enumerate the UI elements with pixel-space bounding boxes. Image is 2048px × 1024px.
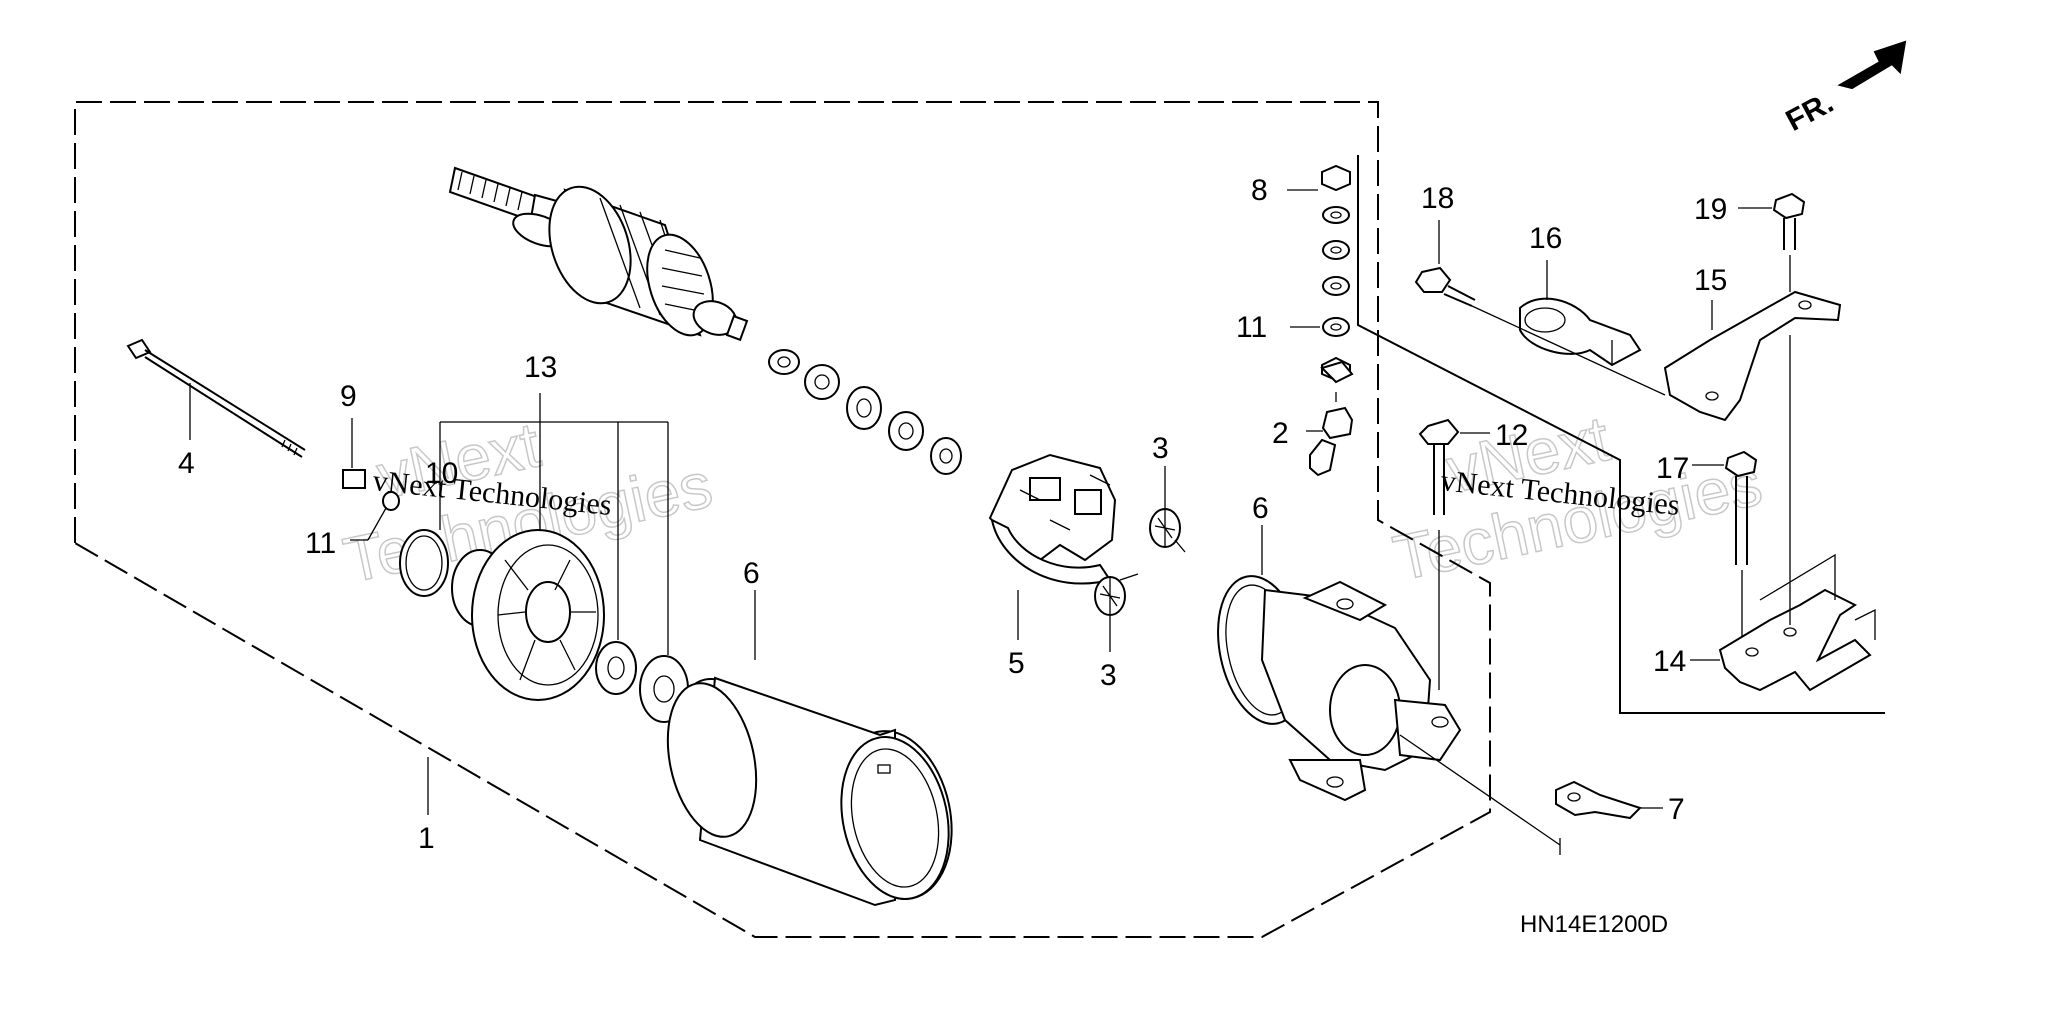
callout-6-left: 6 [743, 557, 760, 590]
bracket-frame [1357, 155, 1885, 714]
assembly-outline [74, 101, 1491, 938]
callout-16: 16 [1529, 222, 1562, 255]
yoke-housing [666, 676, 953, 907]
front-direction-label: FR. [1781, 86, 1839, 138]
callout-18: 18 [1421, 182, 1454, 215]
brush-holder [988, 453, 1117, 585]
rear-housing [1217, 575, 1462, 802]
front-direction-indicator: FR. [1781, 40, 1907, 138]
callout-1: 1 [418, 822, 435, 855]
callout-8: 8 [1251, 174, 1268, 207]
callout-13: 13 [524, 351, 557, 384]
bracket-14 [1718, 335, 1876, 692]
terminal-stack [1309, 164, 1354, 477]
callout-19: 19 [1694, 193, 1727, 226]
callout-3-lower: 3 [1100, 659, 1117, 692]
leader-7-b [1399, 734, 1561, 846]
o-ring-10 [399, 529, 449, 597]
callout-14: 14 [1653, 645, 1686, 678]
callout-3-upper: 3 [1152, 432, 1169, 465]
brush-spring-lower [1094, 573, 1139, 616]
washer-11-left [382, 491, 400, 511]
diagram-code: HN14E1200D [1520, 911, 1668, 938]
leader-11-left-b [367, 507, 387, 541]
bolt-12 [1418, 418, 1460, 690]
callout-11-right: 11 [1236, 311, 1267, 344]
leader-13 [439, 393, 669, 655]
bolt-17 [1724, 450, 1758, 640]
terminal-lug [1555, 780, 1642, 820]
callout-12: 12 [1495, 419, 1528, 452]
callout-9: 9 [340, 380, 357, 413]
callout-15: 15 [1694, 264, 1727, 297]
front-cover [451, 529, 605, 701]
callout-2: 2 [1272, 417, 1289, 450]
callout-17: 17 [1656, 452, 1689, 485]
bearing-13a [595, 641, 637, 695]
bracket-15 [1663, 290, 1842, 422]
brush-spring-upper [1149, 508, 1186, 553]
bolt-19 [1772, 192, 1806, 292]
callout-11-left: 11 [305, 527, 336, 560]
callout-7: 7 [1668, 793, 1685, 826]
armature [448, 166, 749, 342]
armature-washers [768, 349, 962, 475]
bolt-18 [1414, 266, 1476, 307]
callout-4: 4 [178, 447, 195, 480]
through-bolt [126, 338, 306, 458]
nut-9 [342, 469, 366, 489]
clamp-16 [1519, 297, 1642, 367]
callout-6-right: 6 [1252, 492, 1269, 525]
callout-5: 5 [1008, 647, 1025, 680]
axis-18-15 [1471, 305, 1666, 396]
callout-10: 10 [425, 457, 458, 490]
